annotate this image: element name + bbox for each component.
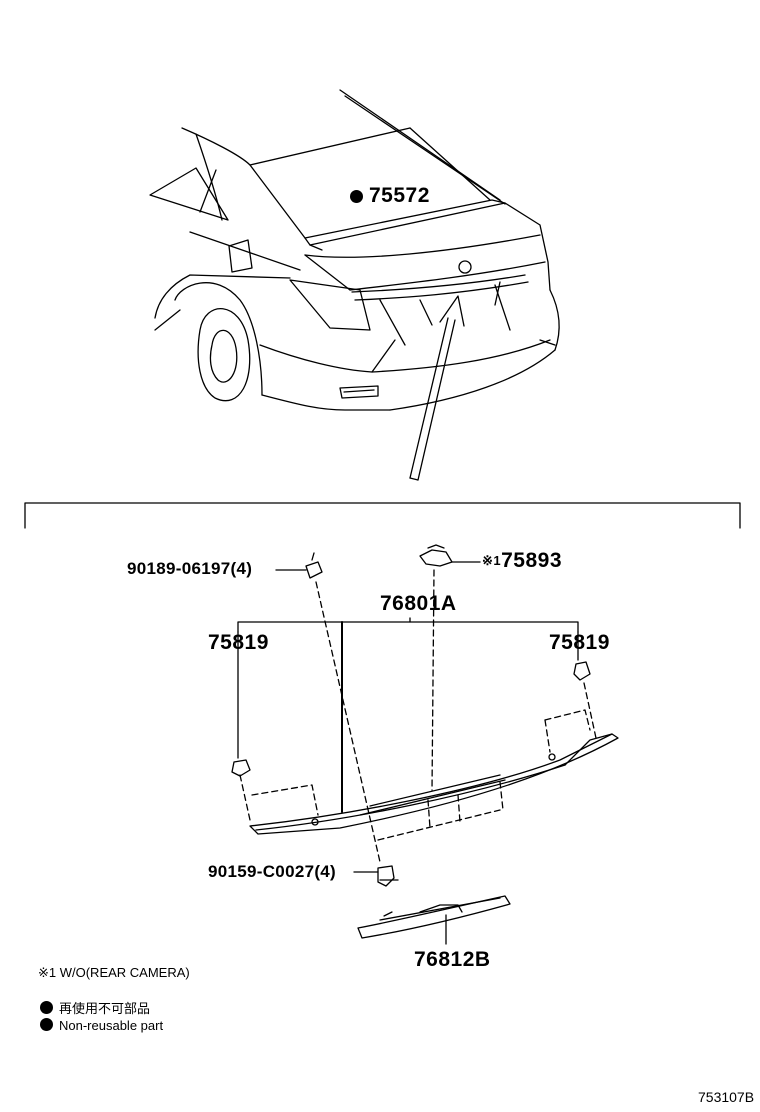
nut-90159: [377, 865, 399, 887]
license-lamp-76812B: [357, 895, 511, 939]
back-door-garnish: [249, 733, 619, 835]
part-label-75572: 75572: [350, 184, 430, 208]
detail-frame: [24, 502, 741, 529]
non-reusable-dot-icon: [350, 190, 363, 203]
emblem-clip-left: [231, 759, 251, 777]
non-reusable-dot-icon: [40, 1001, 53, 1014]
emblem-clip-right: [573, 661, 591, 681]
part-label-75819-right: 75819: [549, 631, 610, 654]
footnote-rear-camera: ※1 W/O(REAR CAMERA): [38, 965, 190, 980]
part-label-76801A: 76801A: [380, 592, 457, 615]
car-rear-illustration: [149, 89, 560, 411]
legend-non-reusable-en: Non-reusable part: [40, 1018, 163, 1033]
part-label-75819-left: 75819: [208, 631, 269, 654]
figure-id: 753107B: [698, 1089, 755, 1105]
location-arrow: [409, 295, 465, 481]
part-label-76812B: 76812B: [414, 948, 491, 971]
part-label-90159: 90159-C0027(4): [208, 862, 337, 881]
non-reusable-dot-icon: [40, 1018, 53, 1031]
legend-non-reusable-jp: 再使用不可部品: [40, 998, 150, 1017]
assembly-bracket: [237, 621, 579, 633]
clip-90189: [305, 552, 323, 579]
part-label-90189: 90189-06197(4): [127, 559, 253, 578]
guide-lines: [239, 569, 597, 863]
camera-cover-75893: [419, 544, 453, 567]
part-label-75893: ※175893: [482, 549, 563, 572]
